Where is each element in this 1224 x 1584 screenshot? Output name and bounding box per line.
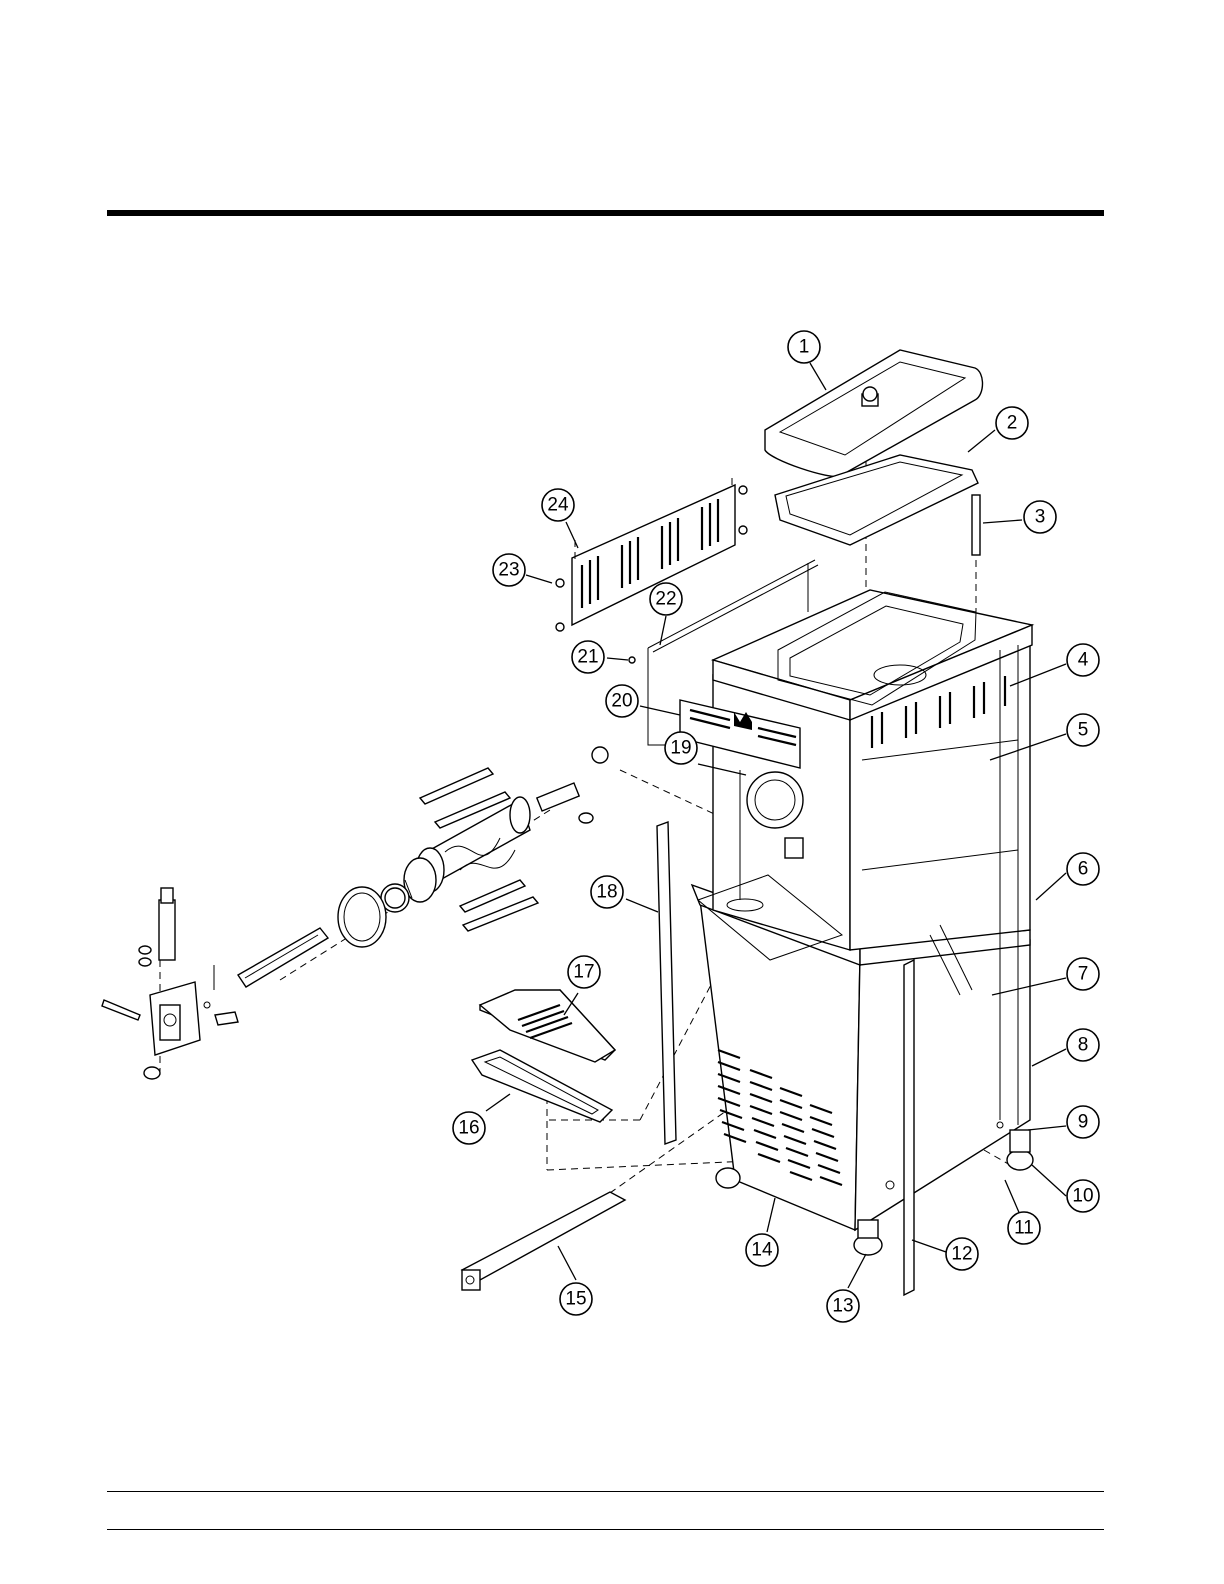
callout-label: 20 — [611, 691, 632, 712]
callout-12: 12 — [946, 1238, 978, 1270]
callout-2: 2 — [996, 407, 1028, 439]
callout-17: 17 — [568, 956, 600, 988]
callout-label: 1 — [799, 337, 810, 358]
right-trim-strip — [904, 960, 914, 1295]
callout-15: 15 — [560, 1283, 592, 1315]
callout-label: 2 — [1007, 413, 1018, 434]
callout-label: 21 — [577, 647, 598, 668]
callout-9: 9 — [1067, 1106, 1099, 1138]
freezer-door — [102, 888, 238, 1079]
callout-label: 18 — [596, 882, 617, 903]
callout-20: 20 — [606, 685, 638, 717]
callout-22: 22 — [650, 583, 682, 615]
drip-shelf — [462, 1192, 625, 1290]
callout-19: 19 — [665, 732, 697, 764]
left-trim-strip — [657, 822, 676, 1144]
callout-13: 13 — [827, 1290, 859, 1322]
callout-label: 3 — [1035, 507, 1046, 528]
callout-label: 12 — [951, 1244, 972, 1265]
callout-18: 18 — [591, 876, 623, 908]
callout-label: 5 — [1078, 720, 1089, 741]
callout-4: 4 — [1067, 644, 1099, 676]
callout-5: 5 — [1067, 714, 1099, 746]
callout-label: 19 — [670, 738, 691, 759]
beater-assembly — [204, 747, 608, 1008]
callout-label: 15 — [565, 1289, 586, 1310]
callout-label: 23 — [498, 560, 519, 581]
callout-3: 3 — [1024, 501, 1056, 533]
callout-label: 8 — [1078, 1035, 1089, 1056]
callout-8: 8 — [1067, 1029, 1099, 1061]
agitator-rod — [972, 495, 980, 555]
callout-6: 6 — [1067, 853, 1099, 885]
callout-label: 13 — [832, 1296, 853, 1317]
callout-16: 16 — [453, 1112, 485, 1144]
callout-21: 21 — [572, 641, 604, 673]
callout-1: 1 — [788, 331, 820, 363]
callout-label: 6 — [1078, 859, 1089, 880]
callout-label: 9 — [1078, 1112, 1089, 1133]
callout-label: 24 — [547, 495, 569, 516]
callout-10: 10 — [1067, 1180, 1099, 1212]
callout-label: 22 — [655, 589, 676, 610]
callout-7: 7 — [1067, 958, 1099, 990]
hopper-cover — [765, 350, 983, 477]
callout-24: 24 — [542, 489, 574, 521]
callout-label: 7 — [1078, 964, 1089, 985]
callout-11: 11 — [1008, 1212, 1040, 1244]
callout-label: 4 — [1078, 650, 1089, 671]
callout-label: 14 — [751, 1240, 773, 1261]
callout-14: 14 — [746, 1234, 778, 1266]
callout-label: 17 — [573, 962, 594, 983]
rear-louvered-panel — [556, 478, 747, 631]
callout-23: 23 — [493, 554, 525, 586]
callout-label: 11 — [1014, 1218, 1034, 1239]
callout-label: 10 — [1072, 1186, 1093, 1207]
callout-label: 16 — [458, 1118, 479, 1139]
